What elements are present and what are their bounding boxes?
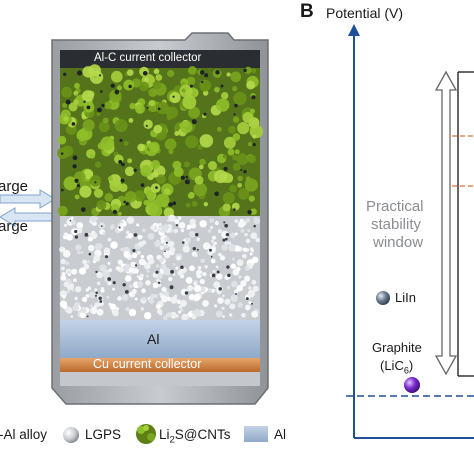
al-anode-layer xyxy=(60,320,260,358)
bottom-collector-label: Cu current collector xyxy=(93,357,202,371)
liin-label: LiIn xyxy=(395,290,416,305)
al-legend-icon xyxy=(244,426,268,442)
lgps-legend-label: LGPS xyxy=(85,427,122,442)
top-collector-label: Al-C current collector xyxy=(94,52,202,64)
charge-label: arge xyxy=(0,178,29,195)
graphite-label: Graphite xyxy=(372,340,422,355)
discharge-label: arge xyxy=(0,218,29,235)
li2s-legend-label: Li2S@CNTs xyxy=(159,427,231,446)
al-legend-label: Al xyxy=(274,427,287,442)
window-label-line1: Practical xyxy=(366,198,424,215)
discharge-arrow xyxy=(0,207,56,227)
lgps-legend-icon xyxy=(63,427,79,443)
alloy-legend-label: -Al alloy xyxy=(0,427,48,442)
cathode-layer xyxy=(57,64,264,218)
liin-marker xyxy=(376,291,390,305)
window-label-line2: stability xyxy=(371,216,422,233)
stability-window-arrow xyxy=(434,70,458,376)
lic6-label: (LiC6) xyxy=(380,358,414,376)
li2s-cnt-legend-icon xyxy=(136,424,156,444)
window-label-line3: window xyxy=(373,234,424,251)
anode-label: Al xyxy=(147,331,160,347)
axis-label: Potential (V) xyxy=(326,5,404,21)
top-current-collector xyxy=(60,50,260,68)
panel-letter: B xyxy=(300,1,314,22)
graphite-marker xyxy=(404,377,420,393)
cu-current-collector xyxy=(60,358,260,372)
potential-axis xyxy=(348,24,474,439)
electrolyte-layer xyxy=(59,214,261,321)
charge-arrow xyxy=(0,189,56,209)
